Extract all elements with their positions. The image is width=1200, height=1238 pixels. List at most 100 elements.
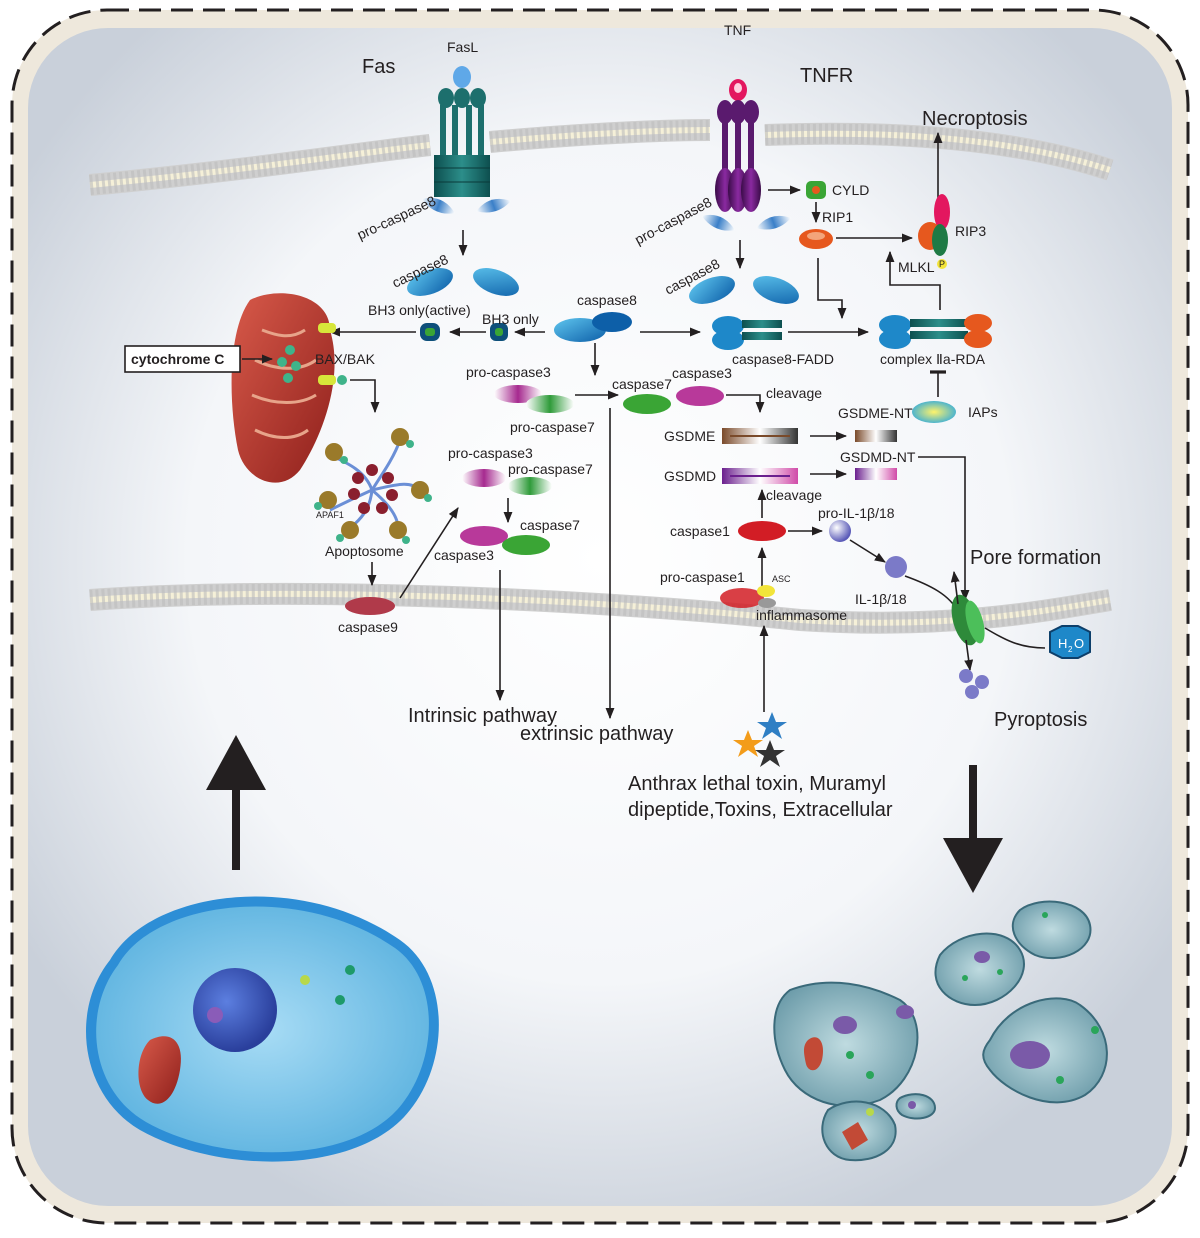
arrow-complex-rip3 (885, 250, 941, 310)
complex-iia-label: complex Ⅱa-RDA (880, 351, 986, 367)
pyroptosis-label: Pyroptosis (994, 709, 1087, 731)
tnfr-label: TNFR (800, 65, 853, 87)
cytochrome-c-box (124, 345, 241, 373)
gsdmd-pore (951, 594, 985, 646)
gsdmd-nt-protein (855, 468, 897, 480)
pore-formation-label: Pore formation (970, 547, 1101, 569)
pro-caspase3-top (494, 385, 542, 403)
caspase9-protein (345, 597, 395, 615)
caspase8-center (554, 312, 632, 342)
arrow-mito-apoptosome (350, 379, 380, 414)
apaf1-label: APAF1 (316, 510, 344, 520)
p-label: P (939, 259, 945, 269)
caspase8-left (407, 268, 519, 296)
pro-caspase7-low (508, 477, 552, 495)
pro-caspase7-top (526, 395, 574, 413)
caspase9-label: caspase9 (338, 619, 398, 635)
toxin-stars (733, 712, 787, 767)
cleavage-top-label: cleavage (766, 385, 822, 401)
caspase1-protein (738, 521, 786, 541)
h2o-badge (1049, 625, 1091, 659)
cytochrome-c-label: cytochrome C (131, 351, 224, 367)
pro-caspase7-low-label: pro-caspase7 (508, 461, 593, 477)
released-cytokines (959, 669, 989, 699)
caspase3-low (460, 526, 508, 546)
gsdme-nt-protein (855, 430, 897, 442)
cyld-label: CYLD (832, 182, 869, 198)
caspase3-low-label: caspase3 (434, 547, 494, 563)
healthy-cell (86, 896, 439, 1162)
caspase3-mid (676, 386, 724, 406)
rip3-label: RIP3 (955, 223, 986, 239)
asc-label: ASC (772, 574, 791, 584)
arrow-pore-out (964, 639, 974, 672)
toxin-line1: Anthrax lethal toxin, Muramyl (628, 773, 886, 795)
bh3-active-label: BH3 only(active) (368, 302, 471, 318)
arrow-rip1-complex (817, 258, 847, 320)
pro-caspase8-left (421, 197, 511, 214)
il-ball (885, 556, 907, 578)
arrow-caspase9-procaspase (399, 507, 459, 599)
apoptosome-label: Apoptosome (325, 543, 404, 559)
pro-caspase7-top-label: pro-caspase7 (510, 419, 595, 435)
h2o-h: H (1058, 636, 1067, 651)
iaps-label: IAPs (968, 404, 998, 420)
pro-il-ball (829, 520, 851, 542)
arrow-gsdmd-pore (918, 456, 970, 602)
caspase8-right (689, 276, 799, 304)
pro-caspase3-top-label: pro-caspase3 (466, 364, 551, 380)
caspase7-mid (623, 394, 671, 414)
pro-caspase8-right (701, 214, 791, 231)
arrow-proil-il (849, 539, 886, 563)
gsdme-label: GSDME (664, 428, 715, 444)
caspase8-fadd-complex (712, 316, 782, 350)
gsdmd-nt-label: GSDMD-NT (840, 449, 916, 465)
caspase7-mid-label: caspase7 (612, 376, 672, 392)
dying-cell-fragments (773, 900, 1108, 1162)
fas-receptor (434, 66, 490, 197)
bh3-only-label: BH3 only (482, 311, 539, 327)
upper-membrane (88, 119, 1114, 196)
bax-bak-label: BAX/BAK (315, 351, 376, 367)
cleavage-bottom-label: cleavage (766, 487, 822, 503)
pro-il-label: pro-IL-1β/18 (818, 505, 895, 521)
h2o-o: O (1074, 636, 1084, 651)
caspase8-center-label: caspase8 (577, 292, 637, 308)
caspase8-fadd-label: caspase8-FADD (732, 351, 834, 367)
bh3-only-protein (490, 323, 508, 341)
iaps-protein (912, 401, 956, 423)
bh3-active-protein (420, 323, 440, 341)
caspase3-mid-label: caspase3 (672, 365, 732, 381)
mlkl-label: MLKL (898, 259, 935, 275)
gsdmd-label: GSDMD (664, 468, 716, 484)
tnf-label: TNF (724, 22, 751, 38)
arrow-pore-in (950, 570, 960, 605)
h2o-2: 2 (1068, 645, 1073, 654)
mitochondria (231, 293, 336, 483)
big-down-arrow (943, 765, 1003, 893)
pro-caspase3-low-label: pro-caspase3 (448, 445, 533, 461)
necroptosis-label: Necroptosis (922, 108, 1028, 130)
lower-membrane (89, 582, 1112, 634)
rip3-mlkl-complex (918, 194, 950, 269)
rip1-label: RIP1 (822, 209, 853, 225)
gsdme-nt-label: GSDME-NT (838, 405, 913, 421)
toxin-line2: dipeptide,Toxins, Extracellular (628, 799, 893, 821)
apoptosome (314, 428, 432, 544)
h2o-path (984, 627, 1046, 649)
intrinsic-label: Intrinsic pathway (408, 705, 557, 727)
tnfr-receptor (715, 79, 761, 212)
cytochrome-c-molecules (277, 345, 347, 385)
extrinsic-label: extrinsic pathway (520, 723, 673, 745)
caspase7-low-label: caspase7 (520, 517, 580, 533)
complex-iia-rda (879, 314, 992, 349)
caspase7-low (502, 535, 550, 555)
cyld-protein (806, 181, 826, 199)
pro-caspase3-low (462, 469, 506, 487)
big-up-arrow (206, 735, 266, 870)
il-label: IL-1β/18 (855, 591, 907, 607)
inflammasome-label: inflammasome (756, 607, 847, 623)
inflammasome (720, 585, 776, 608)
